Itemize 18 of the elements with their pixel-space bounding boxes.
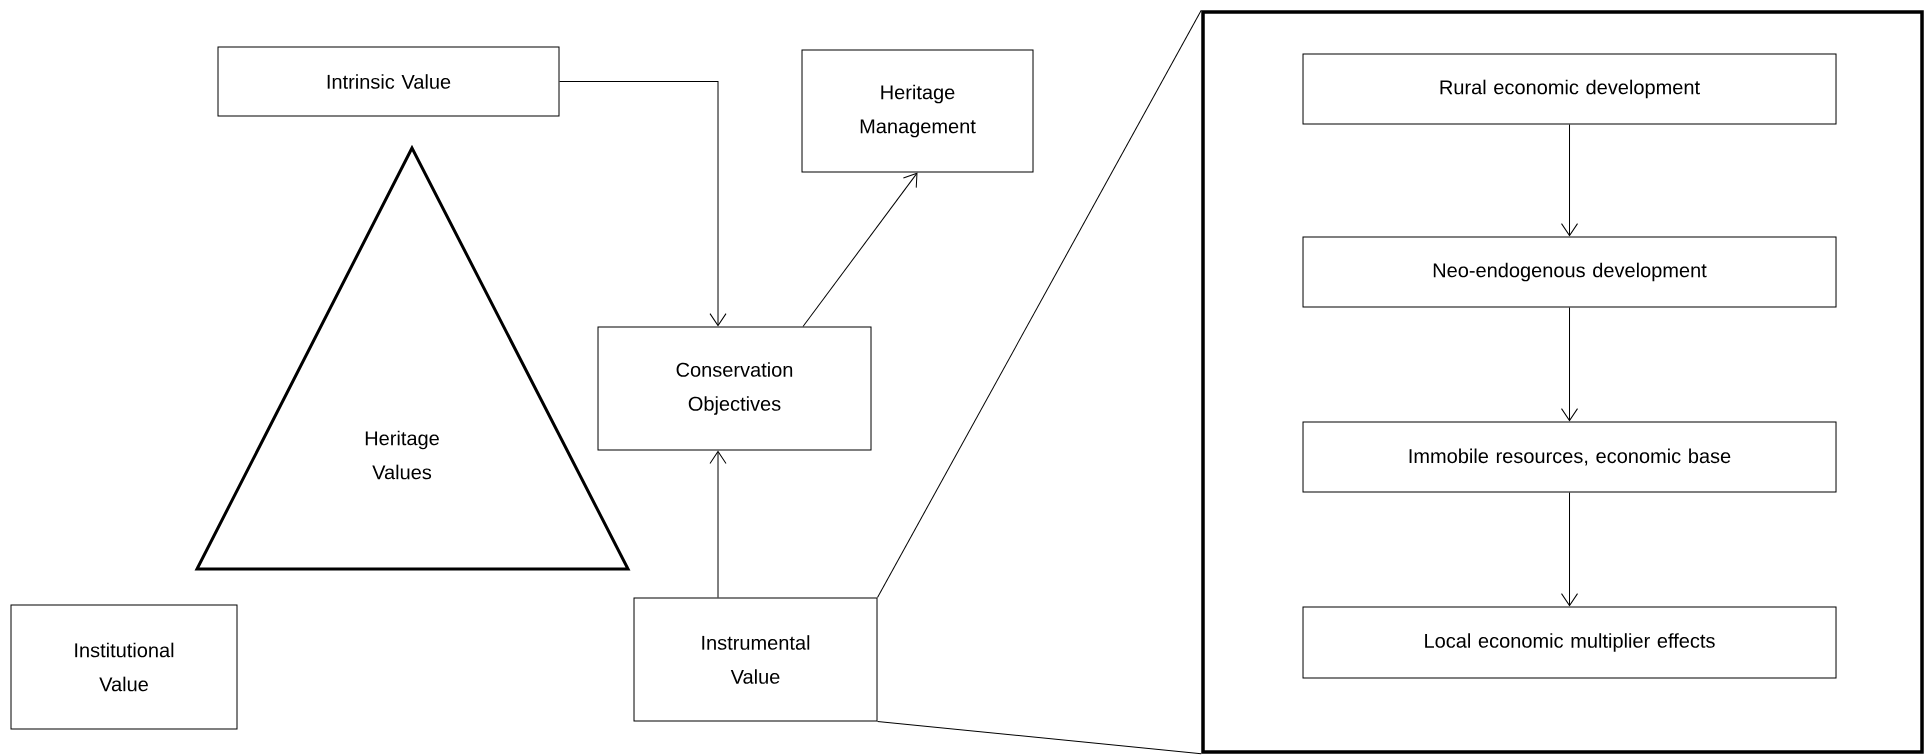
text-box: Immobile resources, economic base <box>1302 421 1837 493</box>
arrow <box>1561 492 1578 607</box>
text-box: Rural economic development <box>1302 53 1837 125</box>
zoom-frame <box>1201 10 1924 754</box>
connector-line <box>877 721 1202 755</box>
text-box: Conservation Objectives <box>597 326 872 451</box>
arrow <box>802 172 918 327</box>
connector-line <box>877 9 1202 598</box>
text-box: Instrumental Value <box>633 597 878 722</box>
arrow <box>709 450 727 598</box>
text-box: Institutional Value <box>10 604 238 730</box>
arrow <box>1561 124 1578 237</box>
text-box: Neo-endogenous development <box>1302 236 1837 308</box>
text-box: Intrinsic Value <box>217 46 560 117</box>
text-box: Local economic multiplier effects <box>1302 606 1837 679</box>
arrow <box>1561 307 1578 422</box>
text-box: Heritage Management <box>801 49 1034 173</box>
arrow <box>559 81 727 327</box>
